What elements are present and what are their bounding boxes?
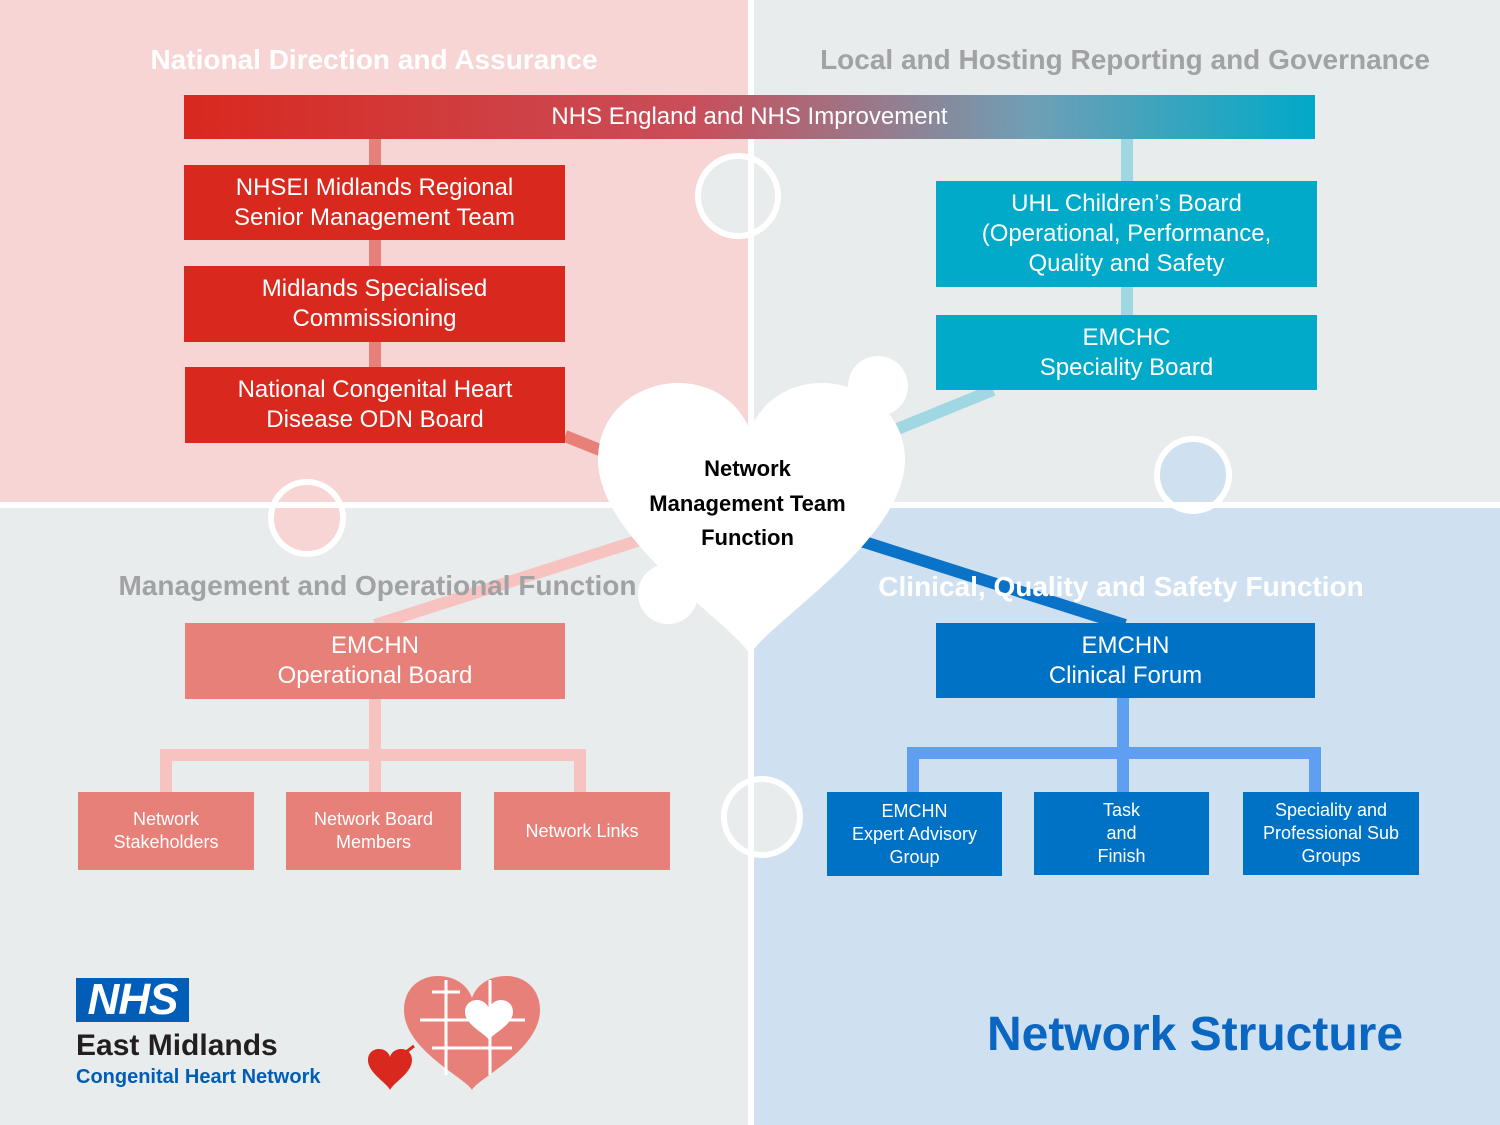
box-network-stakeholders: Network Stakeholders (78, 792, 254, 870)
puzzle-knob-right (1154, 436, 1232, 514)
title-clinical: Clinical, Quality and Safety Function (878, 571, 1364, 602)
box-network-board-members: Network Board Members (286, 792, 461, 870)
heart-shape (598, 383, 905, 655)
box-speciality-sub-groups: Speciality and Professional Sub Groups (1243, 792, 1419, 875)
title-management: Management and Operational Function (118, 570, 637, 601)
network-management-team-label: Network Management Team Function (649, 456, 846, 550)
puzzle-knob-bottom (721, 776, 803, 858)
box-specialised-commissioning: Midlands Specialised Commissioning (184, 266, 565, 342)
box-task-and-finish: Task and Finish (1034, 792, 1209, 875)
box-odn-board: National Congenital Heart Disease ODN Bo… (185, 367, 565, 443)
logo-network-subtitle: Congenital Heart Network (76, 1066, 321, 1088)
nhs-logo: NHS (76, 978, 189, 1022)
puzzle-knob-left (268, 479, 346, 557)
nhs-england-banner: NHS England and NHS Improvement (184, 95, 1315, 139)
box-uhl-childrens-board: UHL Children’s Board (Operational, Perfo… (936, 181, 1317, 287)
title-local: Local and Hosting Reporting and Governan… (820, 44, 1430, 75)
title-national: National Direction and Assurance (150, 44, 598, 75)
puzzle-knob-top (695, 153, 781, 239)
box-operational-board: EMCHN Operational Board (185, 623, 565, 699)
box-network-links: Network Links (494, 792, 670, 870)
box-expert-advisory-group: EMCHN Expert Advisory Group (827, 792, 1002, 876)
page-title: Network Structure (986, 1008, 1404, 1061)
box-emchc-speciality-board: EMCHC Speciality Board (936, 315, 1317, 390)
box-clinical-forum: EMCHN Clinical Forum (936, 623, 1315, 698)
box-nhsei-midlands: NHSEI Midlands Regional Senior Managemen… (184, 165, 565, 240)
logo-network-name: East Midlands (76, 1029, 278, 1062)
